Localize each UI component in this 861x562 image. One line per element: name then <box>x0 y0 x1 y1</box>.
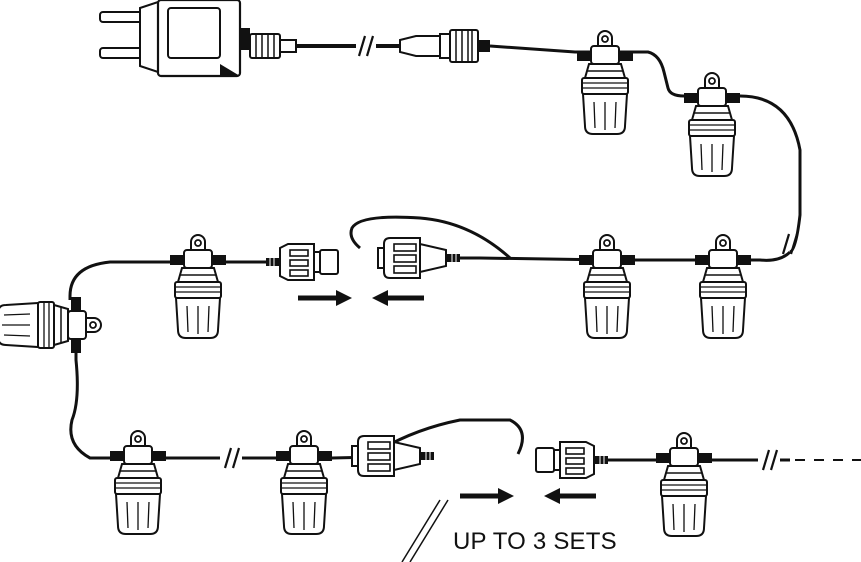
bulb-socket <box>169 234 227 339</box>
direction-arrow <box>372 290 424 306</box>
bulb-socket <box>578 234 636 339</box>
direction-arrow <box>544 488 596 504</box>
male-connector <box>265 243 339 281</box>
caption-leader-lines <box>401 499 449 562</box>
cut-mark <box>761 448 779 472</box>
bulb-socket <box>694 234 752 339</box>
direction-arrow <box>298 290 352 306</box>
male-connector <box>535 441 609 479</box>
bulb-socket <box>576 30 634 135</box>
cut-mark <box>223 446 241 470</box>
bulb-socket <box>655 432 713 537</box>
bulb-socket <box>109 430 167 535</box>
power-adapter <box>99 0 297 78</box>
string-wire <box>68 44 802 462</box>
bulb-socket <box>275 430 333 535</box>
bulb-socket <box>683 72 741 177</box>
lead-cable <box>296 29 490 63</box>
caption-up-to-3-sets: UP TO 3 SETS <box>453 528 617 555</box>
female-connector <box>351 435 435 477</box>
direction-arrow <box>460 488 514 504</box>
female-connector <box>377 237 461 279</box>
bulb-socket <box>0 296 102 354</box>
